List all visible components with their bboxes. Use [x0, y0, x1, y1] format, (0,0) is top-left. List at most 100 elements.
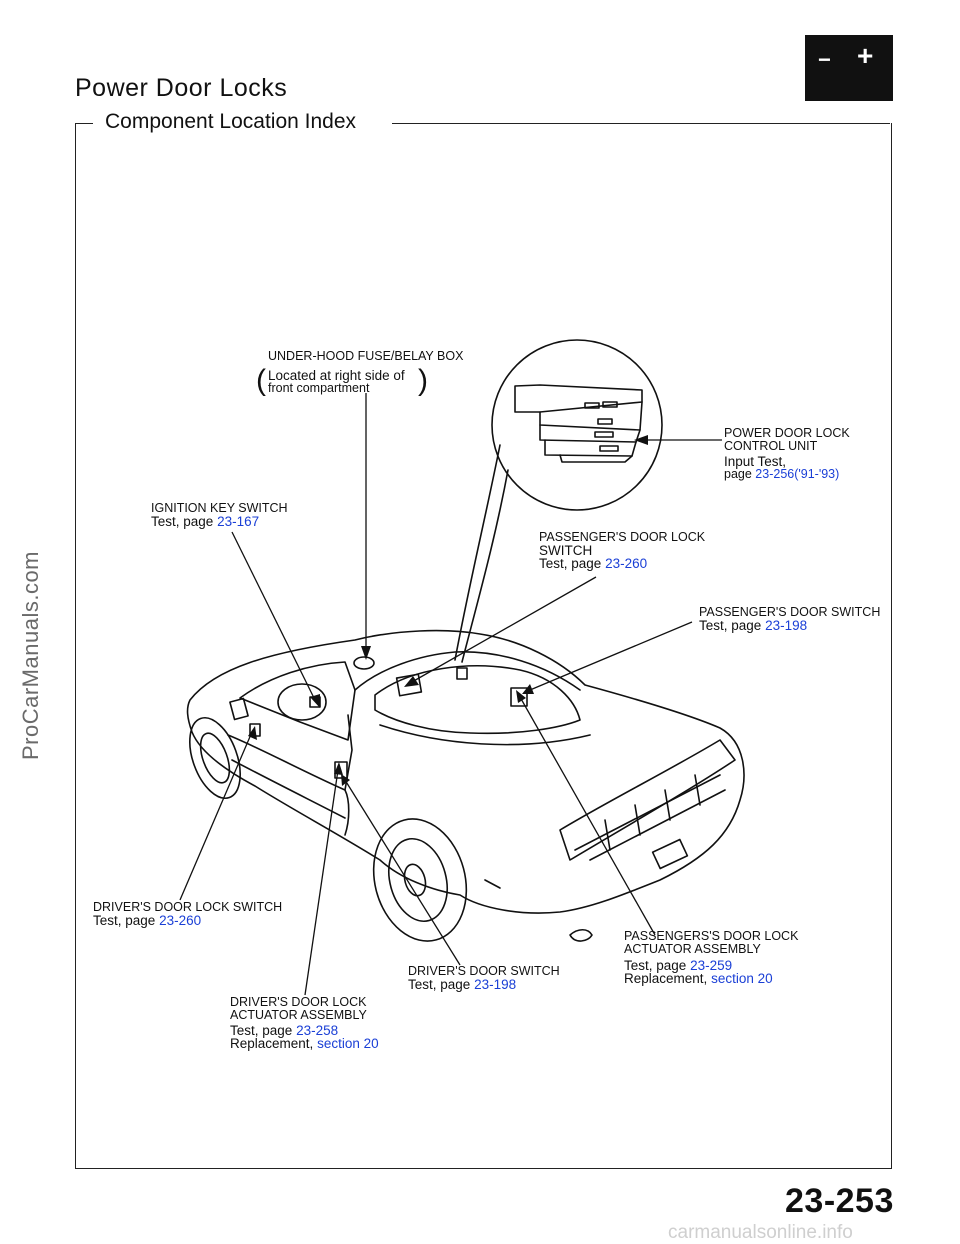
- pass-actuator-link[interactable]: 23-259: [690, 958, 733, 973]
- driver-actuator-part: [334, 761, 348, 779]
- section-subtitle: Component Location Index: [105, 110, 357, 133]
- rear-wheel-rim: [388, 837, 448, 923]
- arrow-pass-door-switch: [522, 684, 534, 694]
- connector-4: [594, 431, 614, 438]
- pass-actuator-prefix2: Replacement,: [624, 971, 708, 986]
- arrow-drv-lock-switch: [248, 726, 257, 740]
- arrow-ignition: [310, 694, 320, 708]
- drv-actuator-label: DRIVER'S DOOR LOCK ACTUATOR ASSEMBLY Tes…: [230, 995, 379, 1051]
- pass-door-switch-prefix: Test, page: [699, 618, 762, 633]
- pass-door-switch-label: PASSENGER'S DOOR SWITCH Test, page 23-19…: [699, 606, 880, 633]
- door-sill: [231, 759, 346, 819]
- fuse-box-title: UNDER-HOOD FUSE/BELAY BOX: [268, 349, 464, 363]
- tail-light-dividers: [604, 774, 701, 851]
- leader-lines: [179, 393, 722, 996]
- arrow-control-unit: [634, 435, 648, 445]
- front-wheel: [189, 717, 241, 799]
- arrow-drv-door-switch: [341, 774, 350, 786]
- frame-top-left: [75, 123, 93, 124]
- pass-lock-switch-line2: SWITCH: [539, 543, 593, 558]
- control-unit-link[interactable]: 23-256('91-'93): [755, 467, 840, 481]
- drv-door-switch-line1: DRIVER'S DOOR SWITCH: [408, 964, 560, 978]
- page-number: 23-253: [785, 1182, 894, 1220]
- connector-2: [602, 401, 618, 408]
- front-wheel-hub: [199, 732, 231, 784]
- arrow-drv-actuator: [334, 762, 343, 775]
- detail-leader-right: [461, 469, 509, 663]
- ignition-line1: IGNITION KEY SWITCH: [151, 501, 288, 515]
- drv-actuator-line2: ACTUATOR ASSEMBLY: [230, 1008, 367, 1022]
- fuse-box-label: UNDER-HOOD FUSE/BELAY BOX: [268, 350, 463, 363]
- paren-open: (: [256, 364, 266, 397]
- control-unit-line2: CONTROL UNIT: [724, 439, 818, 453]
- drv-lock-switch-label: DRIVER'S DOOR LOCK SWITCH Test, page 23-…: [93, 900, 283, 928]
- drv-door-switch-link[interactable]: 23-198: [474, 977, 517, 992]
- control-unit-prefix: page: [724, 467, 752, 481]
- pass-actuator-line2: ACTUATOR ASSEMBLY: [624, 942, 761, 956]
- drv-actuator-link[interactable]: 23-258: [296, 1023, 339, 1038]
- roof-line: [354, 651, 581, 691]
- passenger-door-switch-part: [456, 667, 468, 680]
- drv-actuator-link2[interactable]: section 20: [317, 1036, 379, 1051]
- ignition-link[interactable]: 23-167: [217, 514, 260, 529]
- arrow-pass-lock-switch: [404, 676, 419, 687]
- drv-actuator-line1: DRIVER'S DOOR LOCK: [230, 995, 367, 1009]
- leader-pass-door-switch: [529, 621, 693, 691]
- battery-icon: − +: [805, 35, 893, 101]
- drv-actuator-prefix2: Replacement,: [230, 1036, 314, 1051]
- bottom-watermark: carmanualsonline.info: [668, 1222, 853, 1243]
- side-mirror: [229, 697, 249, 721]
- content-frame: [75, 123, 892, 1169]
- detail-circle: [491, 339, 663, 511]
- pass-actuator-link2[interactable]: section 20: [711, 971, 773, 986]
- pass-actuator-prefix: Test, page: [624, 958, 687, 973]
- connector-3: [597, 418, 613, 425]
- drv-lock-switch-line1: DRIVER'S DOOR LOCK SWITCH: [93, 900, 283, 914]
- rear-wheel: [372, 818, 468, 942]
- detail-leader-left: [454, 444, 501, 661]
- pass-lock-switch-prefix: Test, page: [539, 556, 602, 571]
- ignition-prefix: Test, page: [151, 514, 214, 529]
- battery-minus-sign: −: [818, 47, 831, 72]
- pass-actuator-label: PASSENGERS'S DOOR LOCK ACTUATOR ASSEMBLY…: [624, 929, 799, 986]
- leader-drv-lock-switch: [179, 731, 253, 901]
- control-unit-layer1: [539, 401, 643, 431]
- battery-plus-sign: +: [857, 40, 874, 71]
- passenger-lock-switch-part: [395, 673, 423, 697]
- leader-drv-door-switch: [344, 779, 461, 966]
- pass-lock-switch-line1: PASSENGER'S DOOR LOCK: [539, 530, 706, 544]
- fuse-box-location-line2: front compartment: [268, 381, 370, 395]
- pass-lock-switch-link[interactable]: 23-260: [605, 556, 648, 571]
- fuse-box-location-line1: Located at right side of: [268, 368, 405, 383]
- rear-window: [374, 665, 581, 735]
- pass-door-switch-link[interactable]: 23-198: [765, 618, 808, 633]
- windshield: [239, 661, 356, 741]
- rear-spoiler: [559, 739, 736, 861]
- connector-5: [599, 445, 619, 452]
- license-plate: [651, 838, 689, 870]
- passenger-actuator-part: [510, 687, 528, 707]
- arrow-heads: [248, 435, 648, 786]
- control-unit-label: POWER DOOR LOCK CONTROL UNIT Input Test,…: [724, 427, 850, 481]
- control-unit-base: [559, 454, 633, 463]
- frame-top-right: [392, 123, 890, 124]
- door-rear-edge: [344, 789, 350, 836]
- ignition-fuse-bump: [353, 656, 375, 670]
- control-unit-line3: Input Test,: [724, 454, 787, 469]
- paren-close: ): [418, 364, 428, 397]
- control-unit-top: [514, 384, 643, 413]
- car-body-outline: [186, 629, 745, 914]
- pass-actuator-line1: PASSENGERS'S DOOR LOCK: [624, 929, 799, 943]
- leader-ignition: [231, 531, 316, 701]
- rear-deck-line: [379, 724, 591, 746]
- drv-actuator-prefix: Test, page: [230, 1023, 293, 1038]
- control-unit-line1: POWER DOOR LOCK: [724, 426, 850, 440]
- tail-light-lines: [574, 774, 726, 861]
- drv-lock-switch-link[interactable]: 23-260: [159, 913, 202, 928]
- arrow-fuse-box: [361, 646, 371, 660]
- drv-lock-switch-prefix: Test, page: [93, 913, 156, 928]
- connector-1: [584, 402, 600, 409]
- rear-marker: [484, 879, 501, 889]
- page-title: Power Door Locks: [75, 74, 288, 102]
